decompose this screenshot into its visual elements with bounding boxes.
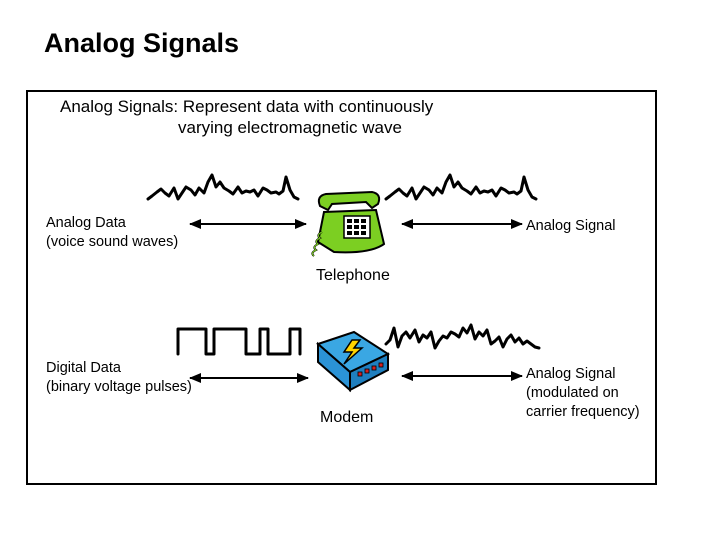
analog-data-sublabel: (voice sound waves) <box>46 234 178 250</box>
headline-line2: varying electromagnetic wave <box>178 118 402 137</box>
telephone-icon <box>311 190 386 257</box>
digital-data-sublabel: (binary voltage pulses) <box>46 379 192 395</box>
binary-pulse-wave <box>176 327 302 356</box>
voice-wave-left <box>146 173 300 201</box>
digital-data-label: Digital Data <box>46 360 122 376</box>
modulated-signal-label: Analog Signal <box>526 366 616 382</box>
modem-label: Modem <box>320 409 373 426</box>
figure-frame: Analog Signals: Represent data with cont… <box>26 90 657 485</box>
headline-line1: Analog Signals: Represent data with cont… <box>60 97 434 116</box>
voice-wave-right <box>384 173 538 201</box>
modulated-wave <box>384 323 541 350</box>
telephone-label: Telephone <box>316 267 390 284</box>
analog-data-label: Analog Data <box>46 215 127 231</box>
slide-title: Analog Signals <box>44 28 240 58</box>
signal-diagram: Analog Signals: Represent data with cont… <box>46 97 640 426</box>
modulated-signal-sublabel1: (modulated on <box>526 385 619 401</box>
modulated-signal-sublabel2: carrier frequency) <box>526 404 640 420</box>
modem-icon <box>316 330 391 393</box>
analog-signal-label: Analog Signal <box>526 218 616 234</box>
